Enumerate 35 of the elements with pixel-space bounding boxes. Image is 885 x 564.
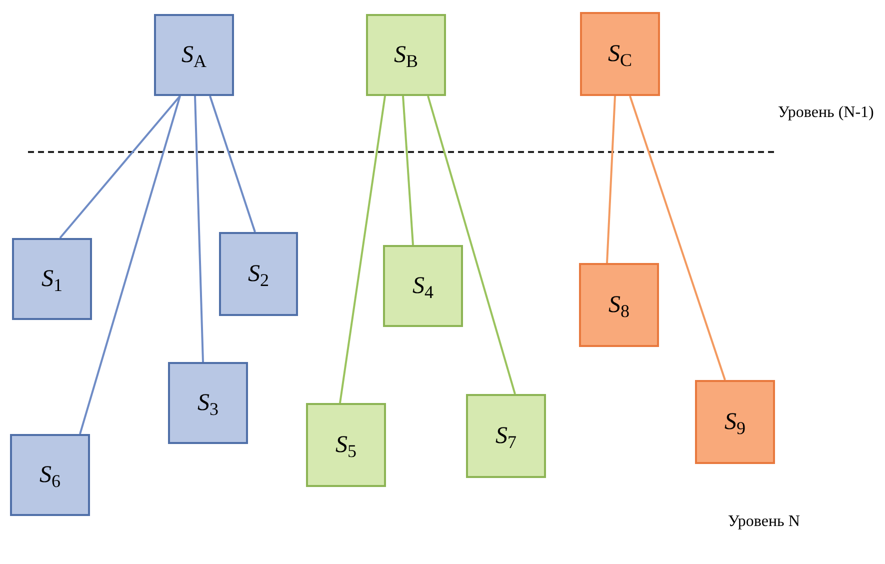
node-box <box>466 394 546 478</box>
node-box <box>10 434 90 516</box>
node-label: S$_{5}$ <box>336 433 356 457</box>
node-box <box>579 263 659 347</box>
connector-line <box>209 96 256 232</box>
connector-line <box>339 96 386 404</box>
node-box <box>154 14 234 96</box>
node-label: S$_{7}$ <box>496 424 516 448</box>
node-box <box>12 238 92 320</box>
node-label: S$_{3}$ <box>198 391 218 415</box>
node-box <box>219 232 298 316</box>
connector-line <box>59 95 181 239</box>
level-label: Уровень (N-1) <box>778 103 874 123</box>
node-label: S$_{1}$ <box>42 267 62 291</box>
node-label: S$_{6}$ <box>40 463 60 487</box>
node-label: S$_{B}$ <box>394 43 418 67</box>
connector-line <box>427 96 516 394</box>
node-box <box>383 245 463 327</box>
node-label: S$_{A}$ <box>182 43 206 67</box>
node-box <box>695 380 775 464</box>
node-box <box>580 12 660 96</box>
node-box <box>168 362 248 444</box>
connector-line <box>194 96 204 362</box>
connector-line <box>402 96 414 246</box>
connector-line <box>79 96 181 434</box>
node-label: S$_{2}$ <box>248 262 269 286</box>
node-box <box>366 14 446 96</box>
level-label: Уровень N <box>728 512 800 532</box>
node-label: S$_{8}$ <box>608 293 630 317</box>
node-box <box>306 403 386 487</box>
node-label: S$_{C}$ <box>608 42 632 66</box>
node-label: S$_{9}$ <box>724 410 746 434</box>
node-label: S$_{4}$ <box>412 274 434 298</box>
connector-line <box>606 96 616 264</box>
connector-line <box>629 96 726 380</box>
